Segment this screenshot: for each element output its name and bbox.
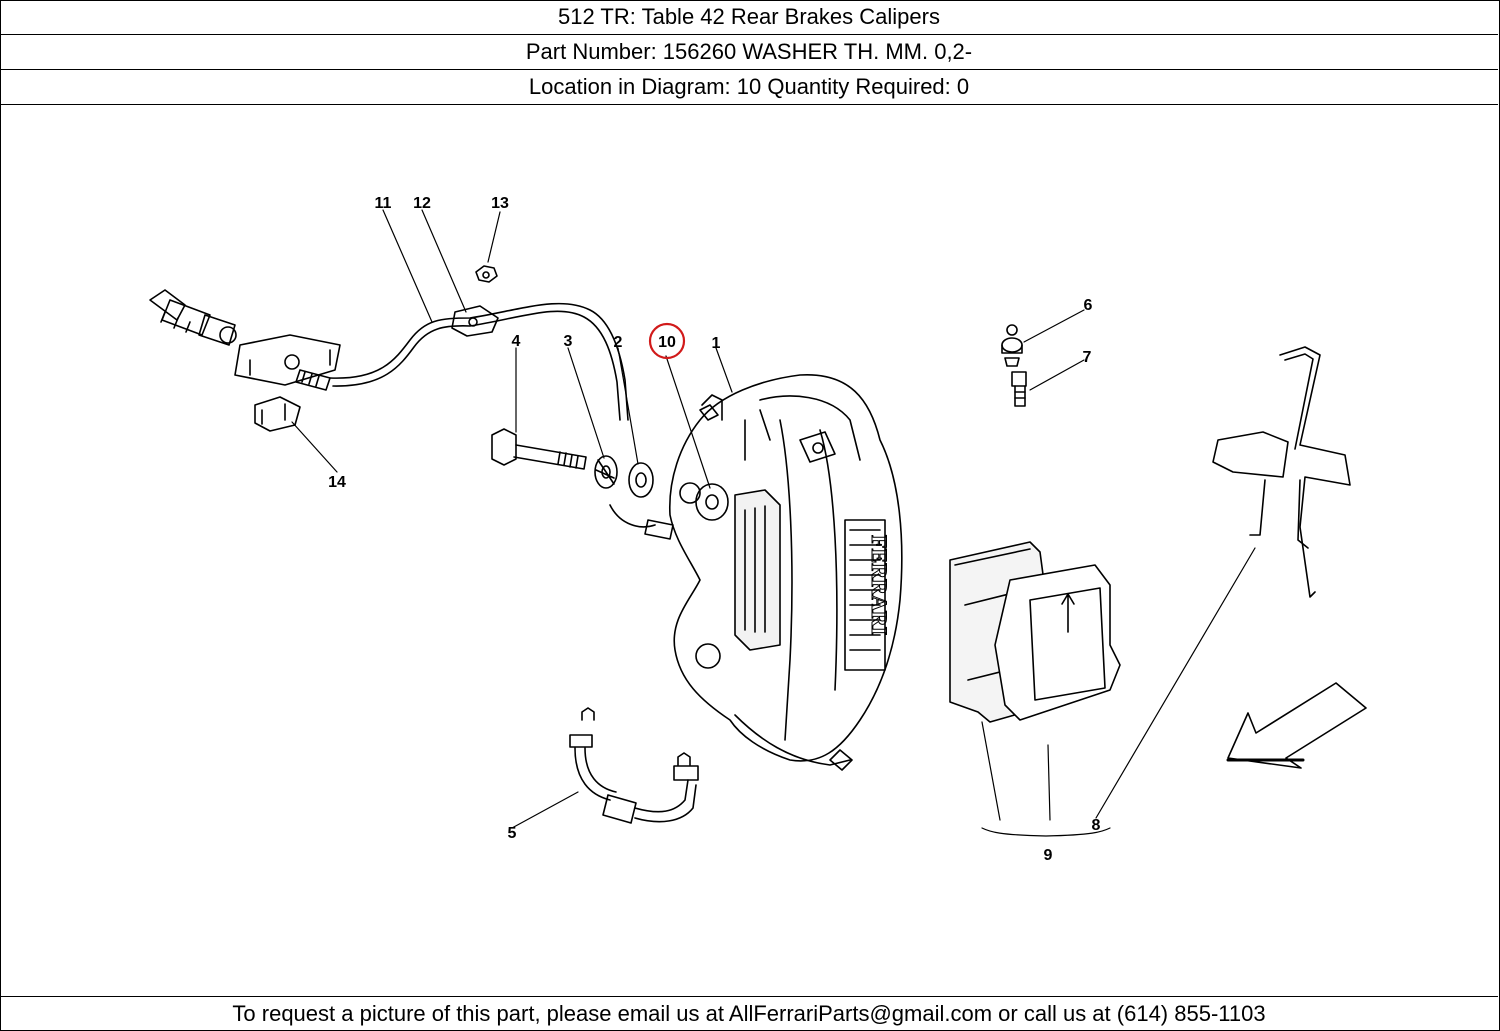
caliper-pad-inner	[734, 489, 781, 651]
lock-washer-part	[594, 455, 618, 489]
callout-9: 9	[1044, 847, 1053, 864]
callout-12: 12	[413, 195, 431, 212]
clip-part	[254, 396, 301, 432]
page-title: 512 TR: Table 42 Rear Brakes Calipers	[0, 0, 1498, 35]
highlight-circle	[648, 322, 686, 360]
pad-retainer-spring	[1212, 346, 1351, 598]
callout-6: 6	[1084, 297, 1093, 314]
callout-11: 11	[375, 195, 392, 212]
callout-leaders	[291, 209, 1256, 837]
callout-1: 1	[712, 335, 721, 352]
parts-diagram: FERRARI 1 2 3 4 5 6 7 8 9 10 11 12 13 14	[0, 105, 1498, 995]
hose-clamp	[451, 305, 499, 337]
callout-10: 10	[658, 334, 676, 351]
thickness-washer-part	[695, 483, 729, 521]
contact-footer: To request a picture of this part, pleas…	[0, 996, 1498, 1030]
caliper-brand-text: FERRARI	[867, 535, 892, 635]
hose-bracket	[234, 334, 341, 386]
pad-pin-bolt	[1001, 324, 1023, 367]
callout-2: 2	[614, 334, 623, 351]
callout-7: 7	[1083, 349, 1092, 366]
callout-8: 8	[1092, 817, 1101, 834]
callout-14: 14	[328, 474, 346, 491]
callout-5: 5	[508, 825, 517, 842]
washer-part	[628, 462, 654, 498]
bleeder-valve	[1011, 371, 1027, 407]
direction-arrow	[1226, 682, 1367, 769]
bolt-part	[491, 428, 587, 470]
nut-part	[475, 265, 498, 283]
part-number-line: Part Number: 156260 WASHER TH. MM. 0,2-	[0, 35, 1498, 70]
sensor-connector	[149, 289, 237, 346]
brake-pad-inner	[994, 564, 1121, 721]
callout-13: 13	[491, 195, 509, 212]
callout-4: 4	[512, 333, 521, 350]
caliper-body	[668, 374, 903, 771]
brake-hose-part	[295, 302, 629, 421]
inlet-fitting	[609, 504, 674, 540]
bleed-screw	[701, 394, 723, 421]
callout-3: 3	[564, 333, 573, 350]
location-quantity-line: Location in Diagram: 10 Quantity Require…	[0, 70, 1498, 105]
brake-pipe-part	[569, 707, 699, 824]
